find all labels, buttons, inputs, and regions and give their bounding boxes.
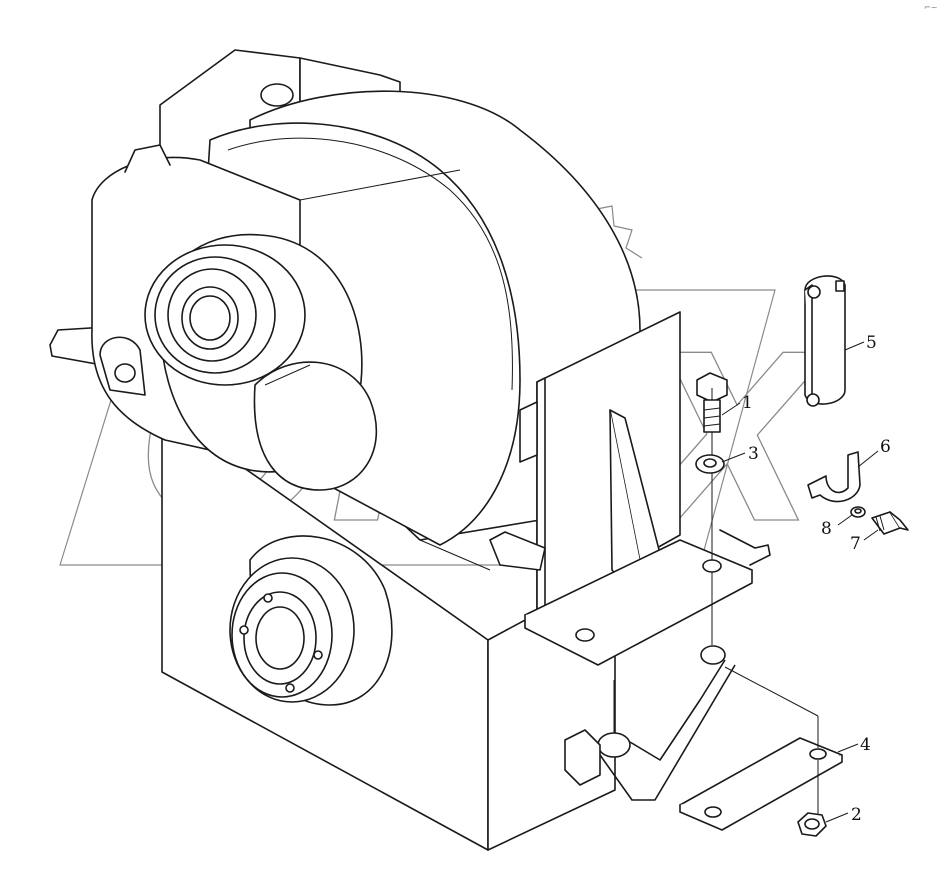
corner-mark: ⌐~ xyxy=(924,3,937,12)
assembly-lines xyxy=(711,432,819,815)
leader-lines xyxy=(721,341,879,823)
callouts: 1 2 3 4 5 6 7 8 xyxy=(742,333,891,825)
callout-2: 2 xyxy=(851,805,862,825)
plate-part-4 xyxy=(679,737,843,831)
callout-7: 7 xyxy=(850,534,861,554)
callout-1: 1 xyxy=(742,393,753,413)
strap-part-5 xyxy=(804,275,846,407)
bent-tube xyxy=(564,645,736,801)
lower-shaft-flange xyxy=(229,535,393,706)
small-washer-part-8 xyxy=(850,506,866,518)
washer-part-3 xyxy=(695,454,725,474)
callout-6: 6 xyxy=(880,437,891,457)
callout-8: 8 xyxy=(821,519,832,539)
clip-part-6 xyxy=(807,451,861,503)
callout-3: 3 xyxy=(748,444,759,464)
bracket-assembly xyxy=(489,311,771,666)
bolt-part-1 xyxy=(696,372,728,433)
screw-part-7 xyxy=(871,511,909,535)
callout-5: 5 xyxy=(866,333,877,353)
nut-part-2 xyxy=(797,812,827,837)
callout-4: 4 xyxy=(860,735,871,755)
